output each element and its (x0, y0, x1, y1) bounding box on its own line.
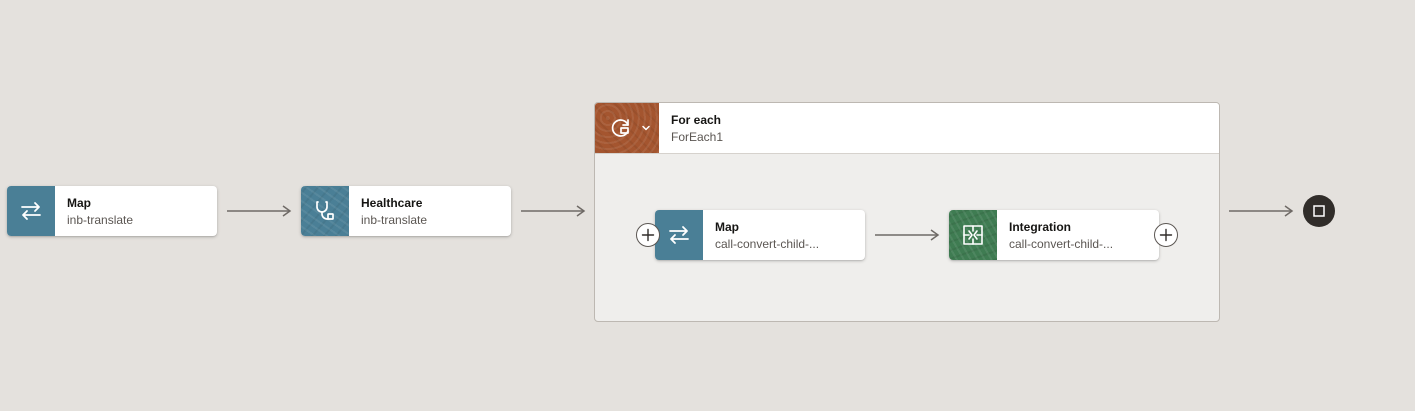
healthcare-icon-box (301, 186, 349, 236)
node-subtitle: inb-translate (361, 213, 428, 227)
node-subtitle: inb-translate (67, 213, 134, 227)
chevron-down-icon[interactable] (641, 123, 651, 133)
for-each-title: For each (671, 113, 722, 127)
add-action-button[interactable] (636, 223, 660, 247)
loop-icon (611, 119, 629, 137)
for-each-icon-box[interactable] (595, 103, 659, 153)
healthcare-action-node[interactable]: Healthcare inb-translate (301, 186, 511, 236)
plus-icon (641, 228, 655, 242)
integration-icon-box (949, 210, 997, 260)
plus-icon (1159, 228, 1173, 242)
connector-arrow (227, 205, 293, 217)
connector-arrow (875, 229, 941, 241)
node-title: Map (715, 220, 739, 234)
swap-arrows-icon (669, 226, 689, 244)
stethoscope-icon (316, 201, 334, 220)
node-subtitle: call-convert-child-... (1009, 237, 1114, 251)
connector-arrow (521, 205, 587, 217)
integration-icon (963, 225, 983, 245)
map-icon-box (655, 210, 703, 260)
integration-action-node[interactable]: Integration call-convert-child-... (949, 210, 1159, 260)
stop-square-icon (1313, 205, 1325, 217)
end-node[interactable] (1303, 195, 1335, 227)
swap-arrows-icon (21, 202, 41, 220)
add-action-button[interactable] (1154, 223, 1178, 247)
connector-arrow (1229, 205, 1295, 217)
node-subtitle: call-convert-child-... (715, 237, 820, 251)
inner-map-action-node[interactable]: Map call-convert-child-... (655, 210, 865, 260)
node-title: Healthcare (361, 196, 423, 210)
for-each-subtitle: ForEach1 (671, 130, 724, 144)
map-icon-box (7, 186, 55, 236)
map-action-node[interactable]: Map inb-translate (7, 186, 217, 236)
for-each-header[interactable]: For each ForEach1 (595, 103, 1219, 154)
node-title: Map (67, 196, 91, 210)
node-title: Integration (1009, 220, 1071, 234)
